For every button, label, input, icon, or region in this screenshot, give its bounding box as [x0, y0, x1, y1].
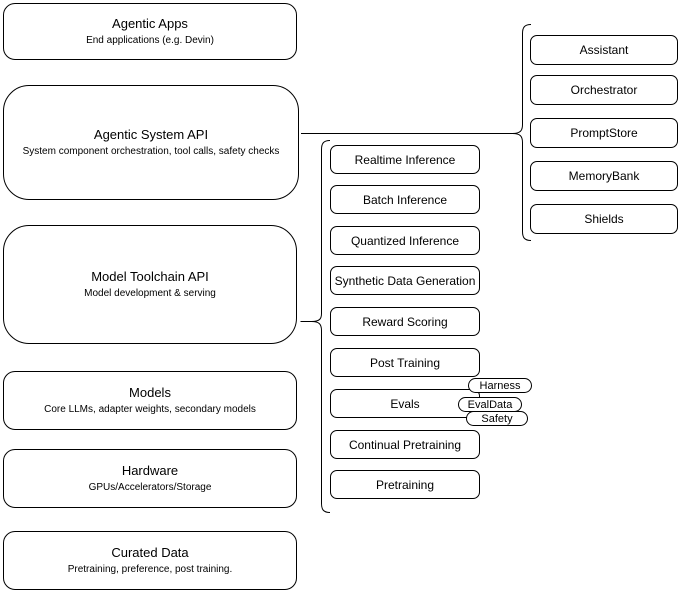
node-continual-pretraining: Continual Pretraining: [330, 430, 480, 459]
node-subtitle: GPUs/Accelerators/Storage: [88, 482, 212, 493]
node-pretraining: Pretraining: [330, 470, 480, 499]
node-title: Agentic System API: [93, 127, 209, 142]
node-subtitle: Model development & serving: [84, 288, 216, 299]
node-orchestrator: Orchestrator: [530, 75, 678, 105]
node-curated-data: Curated Data Pretraining, preference, po…: [3, 531, 297, 590]
node-agentic-apps: Agentic Apps End applications (e.g. Devi…: [3, 3, 297, 60]
node-promptstore: PromptStore: [530, 118, 678, 148]
node-title: Agentic Apps: [112, 16, 188, 31]
node-subtitle: Pretraining, preference, post training.: [67, 564, 233, 575]
node-title: Model Toolchain API: [91, 269, 209, 284]
node-batch-inference: Batch Inference: [330, 185, 480, 214]
node-subtitle: End applications (e.g. Devin): [86, 35, 214, 46]
node-evals: Evals: [330, 389, 480, 418]
node-post-training: Post Training: [330, 348, 480, 377]
node-hardware: Hardware GPUs/Accelerators/Storage: [3, 449, 297, 508]
node-memorybank: MemoryBank: [530, 161, 678, 191]
node-title: Models: [129, 385, 171, 400]
node-title: Curated Data: [111, 545, 189, 560]
node-shields: Shields: [530, 204, 678, 234]
node-synthetic-data-generation: Synthetic Data Generation: [330, 266, 480, 295]
node-assistant: Assistant: [530, 35, 678, 65]
node-model-toolchain-api: Model Toolchain API Model development & …: [3, 225, 297, 344]
node-subtitle: Core LLMs, adapter weights, secondary mo…: [44, 404, 256, 415]
node-title: Hardware: [121, 463, 179, 478]
tag-harness: Harness: [468, 378, 532, 393]
node-models: Models Core LLMs, adapter weights, secon…: [3, 371, 297, 430]
node-quantized-inference: Quantized Inference: [330, 226, 480, 255]
toolchain-services-brace: [300, 140, 331, 513]
tag-evaldata: EvalData: [458, 397, 522, 412]
node-reward-scoring: Reward Scoring: [330, 307, 480, 336]
node-subtitle: System component orchestration, tool cal…: [22, 146, 280, 157]
system-components-brace: [512, 24, 532, 241]
node-agentic-system-api: Agentic System API System component orch…: [3, 85, 299, 200]
tag-safety: Safety: [466, 411, 528, 426]
node-realtime-inference: Realtime Inference: [330, 145, 480, 174]
